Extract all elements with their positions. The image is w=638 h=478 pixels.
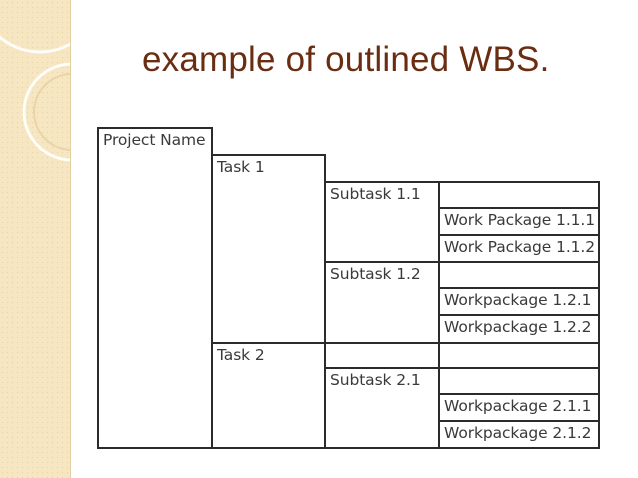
wbs-subtask-1-2-spacer-cell <box>438 261 600 289</box>
wbs-workpackage-1-2-1-label: Workpackage 1.2.1 <box>444 291 592 309</box>
wbs-subtask-1-1-label: Subtask 1.1 <box>330 185 421 203</box>
wbs-workpackage-2-1-2-label: Workpackage 2.1.2 <box>444 424 592 442</box>
wbs-workpackage-2-1-2-cell: Workpackage 2.1.2 <box>438 420 600 449</box>
wbs-subtask-1-2-label: Subtask 1.2 <box>330 265 421 283</box>
decorative-circles <box>0 35 70 162</box>
wbs-workpackage-2-1-1-cell: Workpackage 2.1.1 <box>438 393 600 422</box>
wbs-task-1-label: Task 1 <box>217 158 265 176</box>
wbs-workpackage-2-1-1-label: Workpackage 2.1.1 <box>444 397 592 415</box>
wbs-workpackage-1-2-2-label: Workpackage 1.2.2 <box>444 318 592 336</box>
wbs-subtask-2-1-label: Subtask 2.1 <box>330 371 421 389</box>
wbs-task-2-cell: Task 2 <box>211 342 326 449</box>
wbs-task-1-cell: Task 1 <box>211 154 326 344</box>
wbs-workpackage-1-2-1-cell: Workpackage 1.2.1 <box>438 287 600 316</box>
wbs-task-2-label: Task 2 <box>217 346 265 364</box>
wbs-workpackage-1-2-2-cell: Workpackage 1.2.2 <box>438 314 600 344</box>
wbs-task-2-wp-spacer-cell <box>438 342 600 369</box>
slide-title: example of outlined WBS. <box>142 40 550 79</box>
wbs-workpackage-1-1-2-label: Work Package 1.1.2 <box>444 238 595 256</box>
wbs-subtask-1-1-cell: Subtask 1.1 <box>324 181 440 263</box>
wbs-subtask-1-1-spacer-cell <box>438 181 600 209</box>
wbs-project-cell: Project Name <box>97 127 213 449</box>
wbs-subtask-2-1-cell: Subtask 2.1 <box>324 367 440 449</box>
wbs-project-label: Project Name <box>103 131 206 149</box>
wbs-subtask-2-1-spacer-cell <box>438 367 600 395</box>
decorative-side-strip <box>0 0 71 478</box>
wbs-workpackage-1-1-1-label: Work Package 1.1.1 <box>444 211 595 229</box>
wbs-workpackage-1-1-1-cell: Work Package 1.1.1 <box>438 207 600 236</box>
wbs-workpackage-1-1-2-cell: Work Package 1.1.2 <box>438 234 600 263</box>
wbs-task-2-spacer-cell <box>324 342 440 369</box>
wbs-subtask-1-2-cell: Subtask 1.2 <box>324 261 440 344</box>
